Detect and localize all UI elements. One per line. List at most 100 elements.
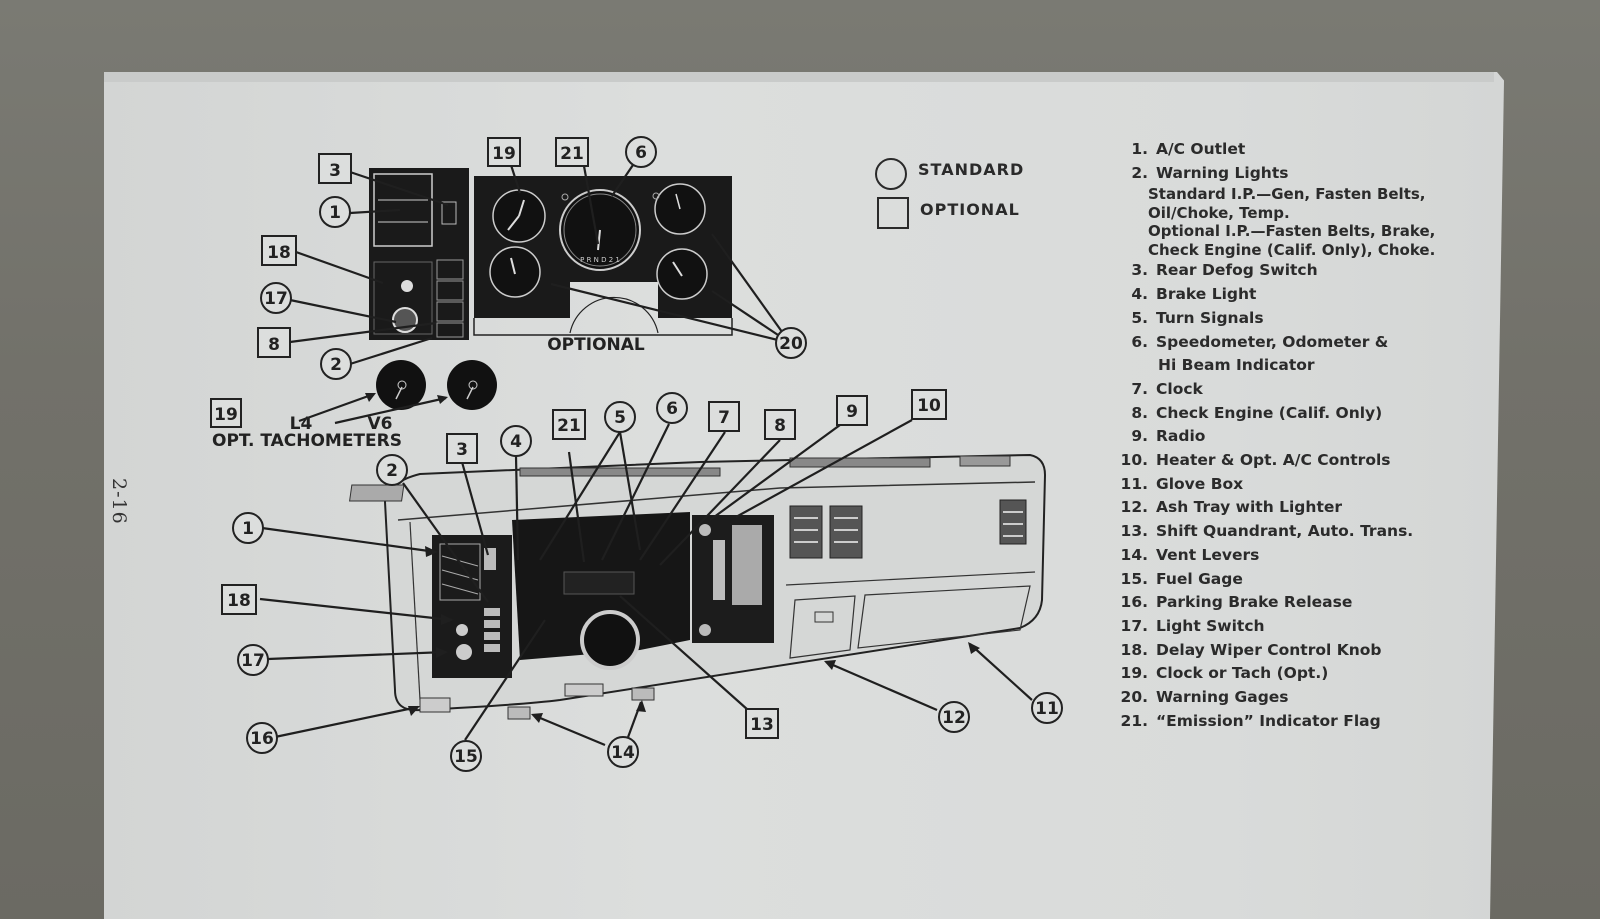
callout-20-upper: [775, 327, 807, 359]
warning-light-brake: [436, 280, 464, 301]
fuel-gauge: [489, 246, 541, 298]
callout-4-lower-label: 4: [510, 432, 522, 452]
rear-defog-lower: [484, 548, 496, 570]
tach-v6-label: V6: [368, 414, 393, 434]
ac-outlet: [373, 173, 433, 247]
callout-3-lower: [446, 433, 478, 464]
list-item-sublines: Standard I.P.—Gen, Fasten Belts, Oil/Cho…: [1148, 185, 1436, 259]
list-item: 1.A/C Outlet: [1131, 140, 1246, 158]
callout-16-lower: [246, 722, 278, 754]
callout-9-lower: [836, 395, 868, 426]
legend-optional-label: OPTIONAL: [920, 200, 1020, 219]
callout-10-lower: [911, 389, 947, 420]
opt-tachometers-caption: OPT. TACHOMETERS: [212, 431, 402, 451]
switch-pod: [369, 168, 469, 340]
clock-gauge: [492, 189, 546, 243]
list-item: 14.Vent Levers: [1120, 545, 1260, 564]
callout-15-lower-label: 15: [454, 747, 478, 767]
callout-12-lower: [938, 701, 970, 733]
list-item: 11.Glove Box: [1120, 474, 1244, 493]
callout-18-lower: [221, 584, 257, 615]
callout-21-upper: [555, 137, 589, 167]
list-item: 21.“Emission” Indicator Flag: [1120, 711, 1381, 730]
callout-3-upper: [318, 153, 352, 184]
callout-17-lower-label: 17: [241, 651, 265, 671]
center-vents: [789, 505, 863, 559]
callout-1-upper-label: 1: [329, 203, 341, 223]
tachometer-v6: [447, 360, 497, 410]
callout-14-lower: [607, 736, 639, 768]
callout-8-lower-label: 8: [774, 416, 786, 436]
callout-13-lower-label: 13: [750, 715, 774, 735]
list-item: 18.Delay Wiper Control Knob: [1120, 640, 1382, 659]
callout-16-lower-label: 16: [250, 729, 274, 749]
list-item: 13.Shift Quandrant, Auto. Trans.: [1120, 522, 1414, 541]
callouts: 3 1 18 17 8 2 19 21 6 20 19 2 3 4 21 5 6: [210, 136, 1063, 772]
callout-17-lower: [237, 644, 269, 676]
callout-5-lower: [604, 401, 636, 433]
callout-5-lower-label: 5: [614, 408, 626, 428]
vent-lever-left: [507, 706, 531, 720]
callout-3-upper-label: 3: [329, 161, 341, 181]
callout-21-lower-label: 21: [557, 416, 581, 436]
voltmeter-gauge: [654, 183, 706, 235]
callout-19-tach-label: 19: [214, 405, 238, 425]
glove-box: [857, 585, 1031, 649]
heater-controls: [732, 525, 762, 605]
callout-1-lower: [232, 512, 264, 544]
list-item: 2.Warning Lights: [1131, 163, 1289, 182]
warning-light-choke: [436, 322, 464, 338]
callout-3-lower-label: 3: [456, 440, 468, 460]
callout-15-lower: [450, 740, 482, 772]
callout-11-lower: [1031, 692, 1063, 724]
callout-14-lower-label: 14: [611, 743, 635, 763]
list-item: 9.Radio: [1131, 427, 1206, 446]
list-item: 20.Warning Gages: [1120, 688, 1289, 707]
callout-2-lower: [376, 454, 408, 486]
callout-6-upper-label: 6: [635, 143, 647, 163]
tachometer-l4: [376, 360, 426, 410]
vent-lever-right: [631, 687, 655, 701]
callout-12-lower-label: 12: [942, 708, 966, 728]
callout-2-lower-label: 2: [386, 461, 398, 481]
warning-light-fasten-belts: [436, 259, 464, 280]
callout-18-upper: [261, 235, 297, 266]
callout-18-lower-label: 18: [227, 591, 251, 611]
list-item: 6.Speedometer, Odometer &: [1131, 332, 1389, 351]
temperature-gauge: [656, 248, 708, 300]
callout-2-upper-label: 2: [330, 355, 342, 375]
list-item: 8.Check Engine (Calif. Only): [1131, 403, 1383, 422]
callout-8-upper-label: 8: [268, 335, 280, 355]
callout-21-upper-label: 21: [560, 144, 584, 164]
callout-9-lower-label: 9: [846, 402, 858, 422]
callout-18-upper-label: 18: [267, 243, 291, 263]
callout-19-upper: [487, 137, 521, 167]
callout-13-lower: [745, 708, 779, 739]
speedometer-gauge: P R N D 2 1: [559, 189, 641, 271]
ash-tray: [789, 595, 856, 659]
radio: [713, 540, 725, 600]
list-item: 10.Heater & Opt. A/C Controls: [1120, 451, 1391, 470]
callout-6-upper: [625, 136, 657, 168]
svg-text:P R N D 2 1: P R N D 2 1: [580, 256, 620, 264]
list-item: 15.Fuel Gage: [1120, 569, 1243, 588]
light-switch-lower: [456, 644, 472, 660]
upper-cluster: P R N D 2 1: [212, 161, 791, 451]
list-item: 19.Clock or Tach (Opt.): [1120, 664, 1329, 683]
list-item-continuation: Hi Beam Indicator: [1158, 356, 1315, 375]
list-item: 3.Rear Defog Switch: [1131, 261, 1318, 280]
parking-brake-release: [419, 697, 451, 713]
warning-light-check-engine: [436, 301, 464, 322]
lower-leader-lines: [259, 419, 1033, 747]
list-item: 12.Ash Tray with Lighter: [1120, 498, 1343, 517]
upper-leader-lines: [289, 161, 791, 425]
callout-2-upper: [320, 348, 352, 380]
callout-7-lower: [708, 401, 740, 432]
right-vent: [999, 499, 1027, 545]
optional-caption: OPTIONAL: [547, 335, 645, 355]
list-item: 5.Turn Signals: [1131, 308, 1264, 327]
ac-outlet-lower: [439, 543, 481, 601]
lower-panel: [259, 419, 1047, 747]
callout-20-upper-label: 20: [779, 334, 803, 354]
